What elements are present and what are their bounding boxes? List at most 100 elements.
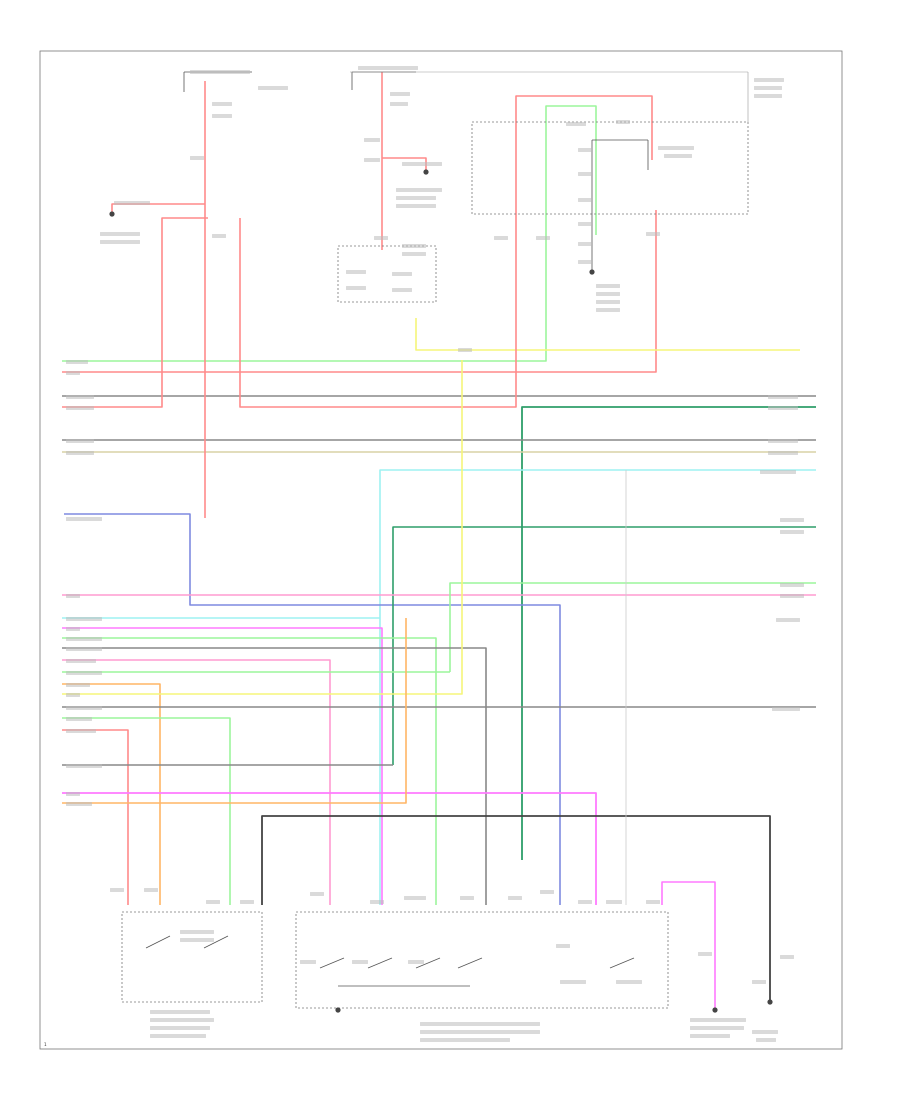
label-smear-81 bbox=[206, 900, 220, 904]
switch-contact-7 bbox=[609, 957, 635, 969]
label-smear-82 bbox=[240, 900, 254, 904]
page-frame bbox=[39, 50, 843, 1050]
label-smear-108 bbox=[420, 1030, 540, 1034]
label-smear-89 bbox=[578, 900, 592, 904]
label-smear-10 bbox=[390, 92, 410, 96]
label-smear-33 bbox=[578, 172, 592, 176]
label-smear-40 bbox=[596, 300, 620, 304]
label-smear-111 bbox=[690, 1026, 744, 1030]
label-smear-105 bbox=[150, 1026, 210, 1030]
label-smear-2 bbox=[212, 102, 232, 106]
label-smear-41 bbox=[596, 308, 620, 312]
label-smear-84 bbox=[370, 900, 384, 904]
label-smear-90 bbox=[606, 900, 622, 904]
label-smear-92 bbox=[180, 930, 214, 934]
label-smear-52 bbox=[66, 517, 102, 521]
wire-m-orange-2 bbox=[62, 618, 407, 804]
label-smear-9 bbox=[358, 66, 418, 70]
label-smear-49 bbox=[66, 406, 94, 410]
label-smear-110 bbox=[690, 1018, 746, 1022]
wire-m-magenta-1 bbox=[62, 627, 383, 905]
label-smear-18 bbox=[374, 236, 388, 240]
wire-m-gray-1 bbox=[62, 647, 487, 905]
label-smear-60 bbox=[66, 683, 90, 687]
label-smear-83 bbox=[310, 892, 324, 896]
label-smear-39 bbox=[596, 292, 620, 296]
label-smear-88 bbox=[540, 890, 554, 894]
label-smear-93 bbox=[180, 938, 214, 942]
connector-dot-5 bbox=[712, 1007, 718, 1013]
label-smear-50 bbox=[66, 439, 94, 443]
relay-box bbox=[471, 121, 749, 215]
label-smear-28 bbox=[566, 122, 586, 126]
component-box-left bbox=[121, 911, 263, 1003]
label-smear-56 bbox=[66, 637, 102, 641]
label-smear-14 bbox=[402, 162, 442, 166]
label-smear-64 bbox=[66, 729, 96, 733]
label-smear-19 bbox=[402, 244, 426, 248]
component-box-center bbox=[295, 911, 669, 1009]
label-smear-13 bbox=[364, 158, 380, 162]
label-smear-109 bbox=[420, 1038, 510, 1042]
label-smear-78 bbox=[772, 707, 800, 711]
wire-h-red-1 bbox=[62, 210, 657, 373]
label-smear-96 bbox=[408, 960, 424, 964]
label-smear-75 bbox=[780, 583, 804, 587]
label-smear-16 bbox=[396, 196, 436, 200]
wire-m-green-3 bbox=[62, 717, 231, 905]
wire-h-cyan-1 bbox=[379, 469, 816, 905]
wire-h-green-2 bbox=[449, 582, 816, 672]
label-smear-77 bbox=[776, 618, 800, 622]
label-smear-48 bbox=[66, 395, 94, 399]
label-smear-20 bbox=[402, 252, 426, 256]
label-smear-11 bbox=[390, 102, 408, 106]
label-smear-58 bbox=[66, 659, 96, 663]
labels-layer bbox=[66, 66, 804, 1042]
wire-sensor-magenta bbox=[661, 881, 716, 1008]
label-smear-101 bbox=[780, 955, 794, 959]
label-smear-112 bbox=[690, 1034, 730, 1038]
wire-m-pink-1 bbox=[62, 659, 331, 905]
label-smear-91 bbox=[646, 900, 660, 904]
label-smear-15 bbox=[396, 188, 442, 192]
label-smear-114 bbox=[756, 1038, 776, 1042]
label-smear-36 bbox=[578, 242, 592, 246]
label-smear-27 bbox=[754, 94, 782, 98]
label-smear-71 bbox=[768, 451, 798, 455]
switch-contact-1 bbox=[145, 935, 171, 949]
label-smear-21 bbox=[346, 270, 366, 274]
ground-dot bbox=[767, 999, 773, 1005]
label-smear-99 bbox=[616, 980, 642, 984]
label-smear-103 bbox=[150, 1010, 210, 1014]
wire-m-yellow-1 bbox=[62, 360, 463, 695]
label-smear-45 bbox=[458, 348, 472, 352]
label-smear-100 bbox=[698, 952, 712, 956]
label-smear-26 bbox=[754, 86, 782, 90]
switch-contact-2 bbox=[203, 935, 229, 949]
label-smear-29 bbox=[616, 120, 630, 124]
label-smear-47 bbox=[66, 371, 80, 375]
label-smear-51 bbox=[66, 451, 94, 455]
label-smear-65 bbox=[66, 764, 102, 768]
label-smear-70 bbox=[768, 439, 798, 443]
label-smear-73 bbox=[780, 518, 804, 522]
label-smear-95 bbox=[352, 960, 368, 964]
label-smear-86 bbox=[460, 896, 474, 900]
label-smear-76 bbox=[780, 594, 804, 598]
switch-contact-5 bbox=[415, 957, 441, 969]
label-smear-17 bbox=[396, 204, 436, 208]
label-smear-0 bbox=[190, 70, 250, 74]
label-smear-4 bbox=[190, 156, 204, 160]
switch-contact-3 bbox=[319, 957, 345, 969]
label-smear-74 bbox=[780, 530, 804, 534]
label-smear-1 bbox=[258, 86, 288, 90]
label-smear-31 bbox=[664, 154, 692, 158]
label-smear-46 bbox=[66, 360, 88, 364]
switch-contact-4 bbox=[367, 957, 393, 969]
wire-h-green-1 bbox=[62, 105, 597, 362]
connector-dot-1 bbox=[109, 211, 115, 217]
label-smear-87 bbox=[508, 896, 522, 900]
label-smear-7 bbox=[100, 232, 140, 236]
wires-layer bbox=[62, 72, 816, 1008]
connector-dot-2 bbox=[423, 169, 429, 175]
